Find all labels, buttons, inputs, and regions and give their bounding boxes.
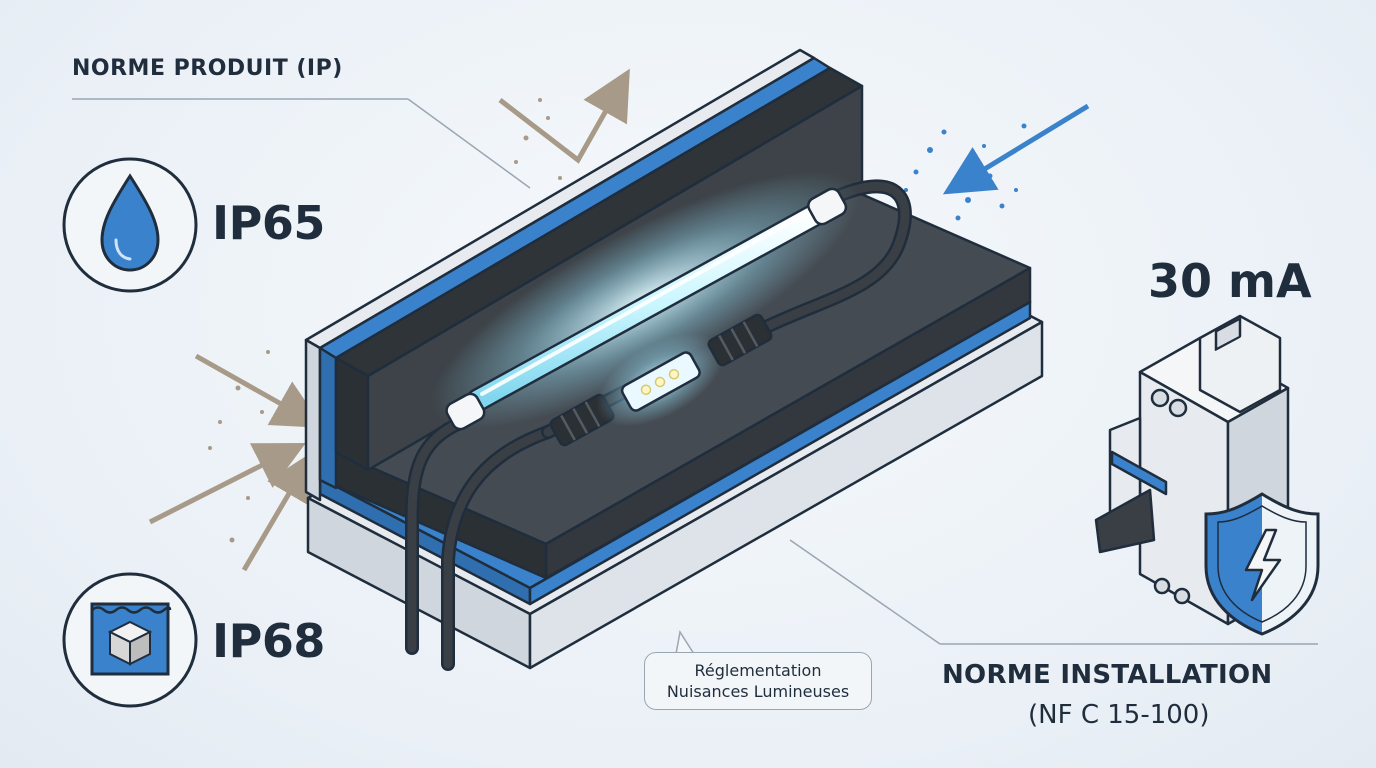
shield-lightning-icon [1204, 492, 1320, 636]
led-tube [430, 171, 860, 431]
norme-installation-title: NORME INSTALLATION [942, 660, 1273, 690]
dust-arrows [148, 68, 630, 572]
norme-installation-ref: (NF C 15-100) [1028, 700, 1210, 730]
submerged-cube-icon [62, 572, 198, 708]
water-spray-arrow [904, 103, 1090, 235]
reglementation-callout: Réglementation Nuisances Lumineuses [644, 652, 872, 710]
reglementation-pointer [675, 629, 696, 655]
current-rating-label: 30 mA [1148, 254, 1312, 308]
ip65-label: IP65 [212, 196, 325, 250]
norme-produit-title: NORME PRODUIT (IP) [72, 56, 343, 81]
norme-produit-leader [72, 98, 531, 189]
reglementation-subtitle: Nuisances Lumineuses [666, 682, 850, 701]
led-connector [549, 313, 773, 447]
cables [405, 179, 912, 671]
dust-particles [208, 98, 562, 543]
reglementation-title: Réglementation [694, 661, 822, 680]
norme-installation-leader [789, 539, 1318, 645]
ip68-label: IP68 [212, 614, 325, 668]
water-drop-icon [62, 157, 198, 293]
